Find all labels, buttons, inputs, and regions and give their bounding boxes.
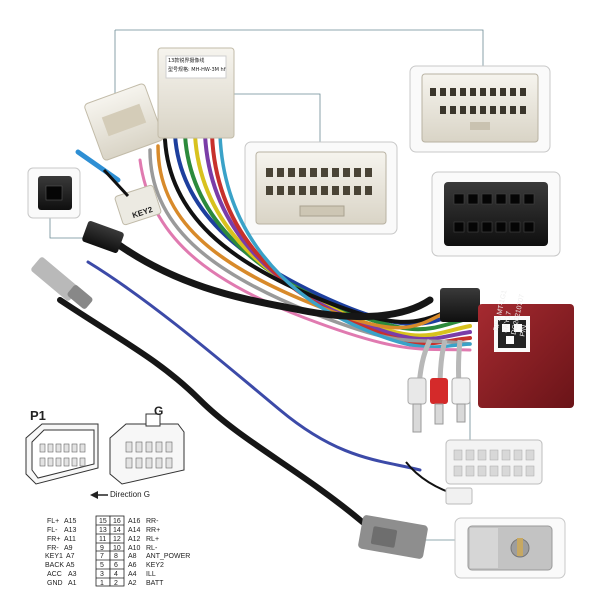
- pin-signal: ACC: [47, 571, 62, 578]
- black-cable: [108, 236, 434, 321]
- callout-box-middle: [244, 141, 398, 235]
- rca-plugs: [407, 338, 471, 433]
- pin-signal: ANT_POWER: [146, 553, 191, 560]
- pin-number: 8: [114, 553, 118, 560]
- white-connector-top: [157, 47, 235, 139]
- pin-number: 7: [100, 553, 104, 560]
- pin-number: 13: [99, 527, 107, 534]
- pin-position: A9: [64, 545, 73, 552]
- pin-signal: RL+: [146, 536, 160, 543]
- pin-position: A3: [68, 571, 77, 578]
- bundle-black-connector: [440, 288, 480, 322]
- pinout-grid: [95, 515, 125, 587]
- pin-signal: GND: [47, 580, 63, 587]
- pin-position: A6: [128, 562, 137, 569]
- pin-position: A15: [64, 518, 77, 525]
- key2-wire: [102, 168, 130, 198]
- pin-position: A2: [128, 580, 137, 587]
- p1-connector-drawing: [25, 423, 99, 485]
- harness-tag-spec: 型号规格: MH-HW-3M hf: [168, 67, 226, 73]
- harness-tag-title: 13款锐界摄像线: [168, 58, 205, 64]
- pin-number: 5: [100, 562, 104, 569]
- pin-position: A7: [66, 553, 75, 560]
- pin-signal: RL-: [146, 545, 158, 552]
- g-label: G: [154, 404, 164, 418]
- pin-position: A16: [128, 518, 141, 525]
- pin-number: 11: [99, 536, 107, 543]
- pin-signal: ILL: [146, 571, 156, 578]
- pin-signal: FL-: [47, 527, 58, 534]
- pin-signal: FR-: [47, 545, 59, 552]
- pin-position: A8: [128, 553, 137, 560]
- pin-number: 9: [100, 545, 104, 552]
- blue-wire: [86, 260, 422, 472]
- pin-number: 10: [113, 545, 121, 552]
- pin-number: 6: [114, 562, 118, 569]
- pin-position: A11: [64, 536, 76, 543]
- can-bus-module: [478, 304, 574, 408]
- pin-position: A14: [128, 527, 141, 534]
- p1-label: P1: [30, 408, 46, 423]
- pin-position: A12: [128, 536, 141, 543]
- g-connector-drawing: [109, 413, 185, 485]
- pin-signal: FR+: [47, 536, 61, 543]
- callout-box-black-connector: [431, 171, 561, 257]
- blue-sleeve: [75, 149, 121, 183]
- pin-signal: BATT: [146, 580, 164, 587]
- pin-position: A4: [128, 571, 137, 578]
- pin-number: 16: [113, 518, 121, 525]
- small-white-plug: [405, 461, 473, 505]
- pin-number: 12: [113, 536, 121, 543]
- black-jack-connector: [82, 221, 124, 253]
- callout-box-bottom-right: [454, 517, 566, 579]
- pin-signal: FL+: [47, 518, 60, 525]
- white-20pin-connector: [445, 439, 543, 485]
- pin-position: A5: [66, 562, 75, 569]
- pin-signal: RR-: [146, 518, 159, 525]
- pin-number: 14: [113, 527, 121, 534]
- pin-number: 4: [114, 571, 118, 578]
- callout-box-top-right: [409, 65, 551, 153]
- pin-signal: KEY1: [45, 553, 63, 560]
- direction-arrow-icon: [90, 491, 108, 499]
- pin-signal: RR+: [146, 527, 161, 534]
- antenna-plug: [31, 257, 93, 309]
- grey-antenna-adapter: [358, 515, 428, 559]
- pin-number: 3: [100, 571, 104, 578]
- pin-number: 2: [114, 580, 118, 587]
- pin-signal: KEY2: [146, 562, 164, 569]
- pin-position: A1: [68, 580, 77, 587]
- pin-number: 1: [100, 580, 104, 587]
- pin-number: 15: [99, 518, 107, 525]
- pin-signal: BACK: [45, 562, 65, 569]
- pin-position: A13: [64, 527, 77, 534]
- pin-position: A10: [128, 545, 141, 552]
- callout-box-small-left: [27, 167, 81, 219]
- white-connector-left: [84, 83, 164, 161]
- direction-label: Direction G: [110, 490, 151, 499]
